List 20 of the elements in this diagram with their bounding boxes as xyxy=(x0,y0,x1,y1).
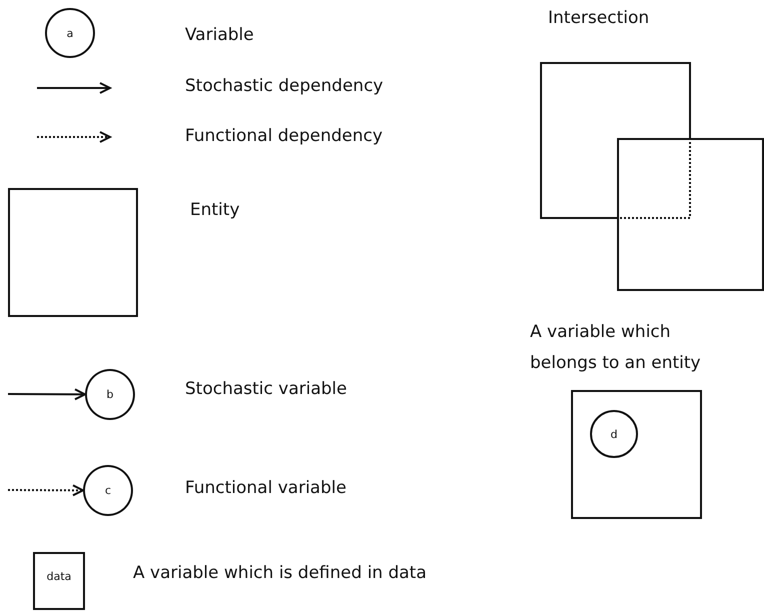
description-text: Variable xyxy=(185,24,255,47)
arrow xyxy=(8,388,86,400)
description-text: Stochastic dependency xyxy=(185,75,384,98)
description-text: Stochastic variable xyxy=(185,378,348,401)
entity-box xyxy=(540,62,691,219)
description-text: Intersection xyxy=(548,7,650,30)
variable-circle: a xyxy=(45,8,95,58)
variable-circle: b xyxy=(85,369,135,420)
description-text: Functional dependency xyxy=(185,125,384,148)
description-text: Entity xyxy=(190,199,241,222)
arrow xyxy=(8,484,84,496)
entity-box xyxy=(8,188,138,317)
description-text: A variable which is defined in data xyxy=(133,562,428,585)
data-box: data xyxy=(33,552,85,610)
entity-box xyxy=(617,138,764,291)
entity-box xyxy=(571,390,702,519)
description-text: A variable which belongs to an entity xyxy=(530,321,702,375)
description-text: Functional variable xyxy=(185,477,348,500)
variable-circle: d xyxy=(590,410,638,458)
variable-circle: c xyxy=(83,465,133,516)
